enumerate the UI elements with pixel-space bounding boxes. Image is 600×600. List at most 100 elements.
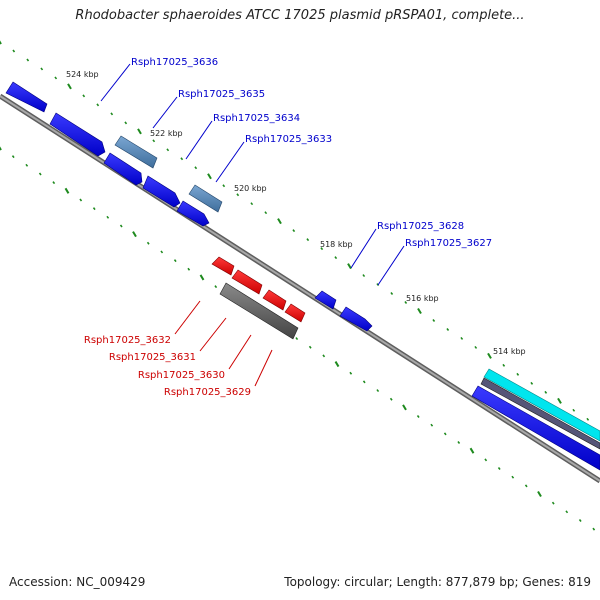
gene-block[interactable]	[483, 368, 600, 442]
tick-mark	[484, 458, 488, 462]
gene-block[interactable]	[142, 175, 181, 208]
tick-mark	[362, 274, 366, 278]
tick-marks	[0, 40, 596, 531]
tick-mark	[277, 218, 282, 225]
gene-block[interactable]	[5, 81, 48, 113]
tick-mark	[487, 352, 492, 359]
tick-mark	[334, 361, 340, 368]
gene-labels-red: Rsph17025_3632 Rsph17025_3631 Rsph17025_…	[84, 335, 251, 398]
gene-block[interactable]	[231, 269, 263, 295]
kbp-label: 514 kbp	[493, 347, 526, 356]
gene-block[interactable]	[103, 152, 143, 186]
tick-mark	[264, 211, 268, 215]
tick-mark	[222, 184, 226, 188]
tick-mark	[432, 319, 436, 322]
tick-mark	[390, 292, 394, 296]
tick-mark	[194, 166, 198, 170]
tick-mark	[132, 231, 137, 238]
tick-mark	[572, 408, 576, 412]
kbp-labels: 524 kbp 522 kbp 520 kbp 518 kbp 516 kbp …	[66, 70, 526, 356]
tick-mark	[187, 267, 191, 271]
tick-mark	[416, 415, 420, 419]
tick-mark	[0, 40, 2, 45]
tick-mark	[349, 371, 353, 375]
gene-block[interactable]	[339, 306, 373, 332]
tick-mark	[417, 307, 422, 315]
label-leaders-red	[174, 300, 273, 387]
reverse-genes	[211, 256, 306, 340]
gene-label[interactable]: Rsph17025_3635	[178, 89, 265, 100]
tick-mark	[334, 256, 338, 260]
tick-mark	[592, 527, 596, 531]
tick-mark	[320, 247, 324, 251]
tick-mark	[110, 112, 114, 116]
tick-mark	[469, 447, 475, 454]
tick-mark	[40, 67, 44, 71]
tick-mark	[124, 121, 128, 125]
tick-mark	[12, 49, 16, 53]
gene-block[interactable]	[114, 135, 158, 169]
tick-mark	[199, 274, 205, 281]
tick-mark	[586, 417, 590, 421]
tick-mark	[180, 157, 184, 161]
tick-mark	[497, 467, 501, 470]
gene-block[interactable]	[188, 184, 223, 213]
gene-block[interactable]	[314, 290, 337, 310]
gene-label[interactable]: Rsph17025_3632	[84, 335, 171, 346]
map-title: Rhodobacter sphaeroides ATCC 17025 plasm…	[75, 8, 525, 23]
gene-label[interactable]: Rsph17025_3636	[131, 57, 218, 68]
gene-label[interactable]: Rsph17025_3633	[245, 134, 332, 145]
tick-mark	[292, 229, 296, 233]
genome-summary-text: Topology: circular; Length: 877,879 bp; …	[284, 575, 591, 589]
tick-mark	[524, 484, 528, 488]
tick-mark	[106, 215, 110, 219]
gene-label[interactable]: Rsph17025_3629	[164, 387, 251, 398]
gene-block[interactable]	[480, 377, 600, 450]
tick-mark	[137, 128, 142, 135]
forward-genes	[5, 81, 373, 332]
tick-mark	[544, 390, 548, 394]
tick-mark	[52, 181, 56, 185]
gene-block[interactable]	[219, 282, 299, 340]
tick-mark	[0, 146, 2, 151]
gene-block[interactable]	[211, 256, 235, 276]
tick-mark	[511, 475, 515, 479]
tick-mark	[376, 389, 380, 393]
tick-mark	[402, 404, 407, 411]
tick-mark	[92, 207, 96, 211]
tick-mark	[152, 139, 156, 143]
gene-block[interactable]	[176, 200, 210, 227]
tick-mark	[82, 94, 86, 98]
tick-mark	[389, 397, 393, 401]
gene-label[interactable]: Rsph17025_3631	[109, 352, 196, 363]
kbp-label: 522 kbp	[150, 129, 183, 138]
gene-block[interactable]	[49, 112, 106, 157]
kbp-label: 518 kbp	[320, 240, 353, 249]
tick-mark	[404, 301, 408, 304]
label-leaders-blue	[100, 63, 405, 286]
tick-mark	[166, 148, 170, 152]
gene-block[interactable]	[262, 289, 287, 311]
tick-mark	[322, 354, 326, 358]
tick-mark	[565, 510, 569, 514]
gene-label[interactable]: Rsph17025_3634	[213, 113, 300, 124]
tick-mark	[362, 380, 366, 384]
tick-mark	[96, 103, 100, 107]
tick-mark	[214, 285, 218, 289]
gene-block[interactable]	[284, 303, 306, 323]
tick-mark	[446, 327, 450, 331]
tick-mark	[236, 193, 240, 197]
gene-label[interactable]: Rsph17025_3627	[405, 238, 492, 249]
tick-mark	[347, 263, 352, 270]
gene-label[interactable]: Rsph17025_3630	[138, 370, 225, 381]
tick-mark	[160, 250, 164, 254]
gene-block[interactable]	[471, 385, 600, 471]
gene-label[interactable]: Rsph17025_3628	[377, 221, 464, 232]
tick-mark	[457, 441, 461, 445]
tick-mark	[530, 381, 534, 385]
tick-mark	[173, 259, 177, 263]
tick-mark	[64, 187, 70, 194]
tick-mark	[557, 397, 562, 404]
tick-mark	[79, 198, 83, 202]
